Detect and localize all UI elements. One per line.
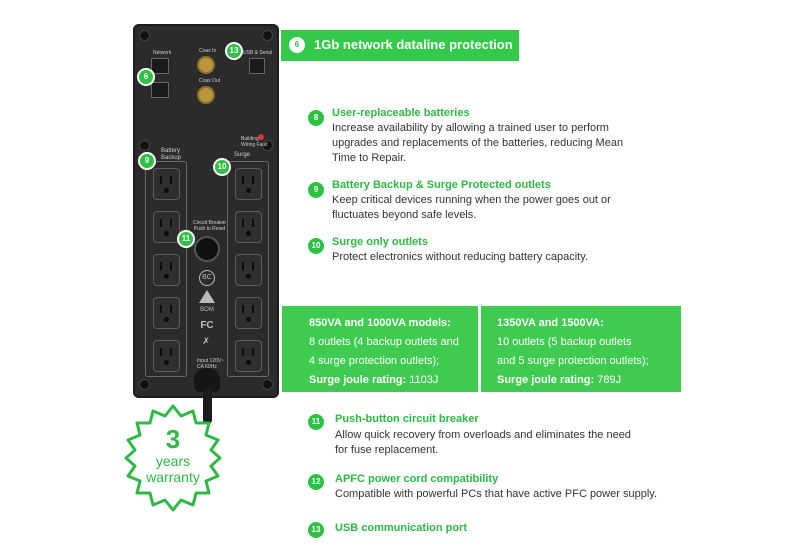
feature-description-line: for fuse replacement. [335,444,439,456]
seal-outline [124,404,222,512]
outlet [235,168,262,200]
bom-cert-mark: BOM [200,307,214,313]
outlet [153,297,180,329]
callout-10-badge: 10 [213,158,231,176]
feature-description-line: Increase availability by allowing a trai… [332,122,609,134]
warranty-years-number: 3 [166,424,180,454]
coax-out-label: Coax Out [199,78,221,84]
feature-description-line: Compatible with powerful PCs that have a… [335,488,657,500]
callout-13-badge: 13 [225,42,243,60]
model-spec-line: 10 outlets (5 backup outlets [497,336,632,348]
network-protection-banner: 6 1Gb network dataline protection [281,30,519,61]
surge-outlet-panel [227,161,269,377]
screw [262,140,273,151]
warranty-label: warranty [145,469,200,485]
feature-number-badge: 11 [308,414,324,430]
coax-out-connector [197,86,215,104]
feature-description: Compatible with powerful PCs that have a… [335,487,657,502]
screw [139,30,150,41]
feature-title: Push-button circuit breaker [335,413,479,425]
model-spec-line: 8 outlets (4 backup outlets and [309,336,459,348]
feature-description: Keep critical devices running when the p… [332,193,611,223]
feature-description-line: upgrades and replacements of the batteri… [332,137,624,149]
recycle-bin-icon: ✗ [202,336,210,346]
ups-rear-panel: Network Coax In Coax Out USB & Serial Bu… [133,24,279,398]
feature-number-badge: 9 [308,182,324,198]
surge-label: Surge [234,152,251,158]
feature-number-badge: 8 [308,110,324,126]
breaker-label: Circuit Breaker Push to Reset [193,220,227,232]
circuit-breaker-button [194,236,220,262]
network-port-in [151,58,169,74]
battery-backup-outlet-panel [145,161,187,377]
usb-port [249,58,265,74]
joule-label: Surge joule rating: [497,374,595,386]
bc-cert-mark: BC [199,270,215,286]
callout-9-badge: 9 [138,152,156,170]
callout-11-badge: 11 [177,230,195,248]
feature-title: USB communication port [335,522,468,534]
feature-description-line: fluctuates beyond safe levels. [332,209,477,221]
battery-backup-label: Battery Backup [161,148,182,161]
outlet [153,168,180,200]
feature-title: Surge only outlets [332,236,428,248]
outlet [153,254,180,286]
model-heading: 850VA and 1000VA models: [309,317,451,329]
model-spec-box-large: 1350VA and 1500VA: 10 outlets (5 backup … [481,306,681,392]
feature-title: APFC power cord compatibility [335,473,499,485]
coax-in-connector [197,56,215,74]
outlet [153,211,180,243]
feature-description: Increase availability by allowing a trai… [332,121,623,166]
outlet [235,254,262,286]
feature-description: Allow quick recovery from overloads and … [335,428,631,458]
screw [262,30,273,41]
model-spec-line: and 5 surge protection outlets); [497,355,649,367]
fc-cert-mark: FC [200,320,214,331]
usb-port-label: USB & Serial [243,50,273,56]
coax-in-label: Coax In [199,48,217,54]
input-rating-label: Input 120V~ CA 60Hz [197,358,225,370]
power-cord [203,388,212,424]
feature-description-line: Keep critical devices running when the p… [332,194,611,206]
feature-description-line: Allow quick recovery from overloads and … [335,429,631,441]
callout-6-badge: 6 [137,68,155,86]
feature-description: Protect electronics without reducing bat… [332,250,588,265]
joule-value: 1103J [409,374,439,386]
model-spec-line: 4 surge protection outlets); [309,355,440,367]
joule-label: Surge joule rating: [309,374,407,386]
banner-title: 1Gb network dataline protection [314,37,513,52]
outlet [235,211,262,243]
network-port-out [151,82,169,98]
outlet [153,340,180,372]
feature-description-line: Time to Repair. [332,152,407,164]
outlet [235,297,262,329]
screw [139,140,150,151]
screw [139,379,150,390]
warranty-years-label: years [156,453,190,469]
wiring-fault-label: Building Wiring Fault [241,136,268,148]
network-port-label: Network [153,50,172,56]
feature-title: User-replaceable batteries [332,107,470,119]
joule-value: 789J [597,374,622,386]
model-spec-box-small: 850VA and 1000VA models: 8 outlets (4 ba… [282,306,478,392]
feature-number-badge: 13 [308,522,324,538]
model-heading: 1350VA and 1500VA: [497,317,604,329]
feature-number-badge: 10 [308,238,324,254]
feature-number-badge: 12 [308,474,324,490]
outlet [235,340,262,372]
triangle-cert-icon [199,290,215,303]
feature-number-badge: 6 [289,37,305,53]
warranty-seal: 3 years warranty [124,404,222,512]
feature-title: Battery Backup & Surge Protected outlets [332,179,551,191]
feature-description-line: Protect electronics without reducing bat… [332,251,588,263]
screw [262,379,273,390]
wiring-fault-led [258,134,264,140]
